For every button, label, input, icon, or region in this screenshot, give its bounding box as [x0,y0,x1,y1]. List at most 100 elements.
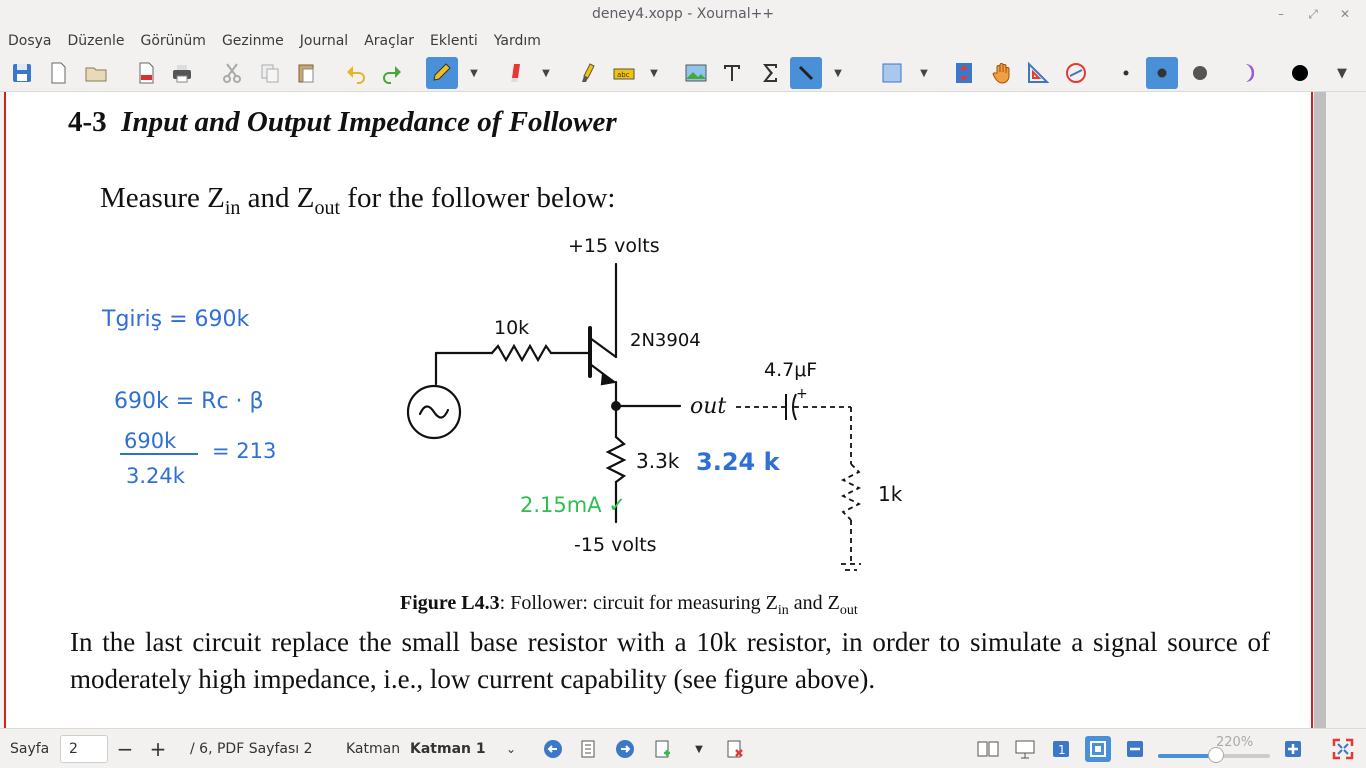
menu-gezinme[interactable]: Gezinme [221,33,284,49]
open-folder-icon[interactable] [80,57,112,89]
menu-journal[interactable]: Journal [299,33,349,49]
zoom-level: 220% [1216,735,1254,750]
layer-previous-icon[interactable] [540,736,566,762]
menu-yardim[interactable]: Yardım [493,33,541,49]
set-square-icon[interactable] [1022,57,1054,89]
print-icon[interactable] [166,57,198,89]
capacitor-plus-label: + [796,386,808,402]
shape-options-chevron-down-icon[interactable]: ▼ [834,67,842,79]
document-page[interactable]: 4-3 Input and Output Impedance of Follow… [4,92,1313,728]
emitter-resistor-label: 3.3k [636,449,680,473]
title-bar: deney4.xopp - Xournal++ – ⤢ ✕ [0,0,1366,28]
zoom-100-icon[interactable]: 1 [1048,736,1074,762]
annotation-input-impedance: Tgiriş = 690k [101,307,250,332]
page-number-input[interactable]: 2 [60,735,108,763]
measure-text-1: Measure Z [100,182,225,214]
redo-icon[interactable] [376,57,408,89]
eraser-icon[interactable] [500,57,532,89]
delete-layer-icon[interactable] [722,736,748,762]
zoom-slider-handle[interactable] [1208,747,1225,763]
menu-dosya[interactable]: Dosya [8,33,52,49]
layer-label: Katman [346,741,401,757]
section-title: Input and Output Impedance of Follower [121,106,617,138]
text-highlight-icon[interactable]: abc [608,57,640,89]
thin-size-icon[interactable] [1110,57,1142,89]
fullscreen-icon[interactable] [1330,736,1356,762]
zoom-slider-fill [1158,754,1217,758]
cut-icon[interactable] [216,57,248,89]
zoom-in-icon[interactable] [1280,736,1306,762]
minimize-icon[interactable]: – [1278,7,1284,21]
layer-next-icon[interactable] [612,736,638,762]
section-number: 4-3 [68,106,107,138]
save-icon[interactable] [6,57,38,89]
annotation-emitter-current: 2.15mA ✓ [520,493,626,517]
vertical-scrollbar[interactable] [1314,92,1326,728]
annotation-measured-resistance: 3.24 k [696,448,781,476]
image-icon[interactable] [680,57,712,89]
layer-select[interactable]: Katman 1 [410,741,486,757]
window-title: deney4.xopp - Xournal++ [591,6,775,22]
dual-page-icon[interactable] [975,736,1001,762]
annotation-fraction-denominator: 3.24k [126,464,186,488]
highlight-options-chevron-down-icon[interactable]: ▼ [650,67,658,79]
measure-sub-out: out [314,196,341,219]
fill-icon[interactable] [1234,57,1266,89]
add-layer-icon[interactable] [650,736,676,762]
page-total-label: / 6, PDF Sayfası 2 [190,741,313,757]
annotate-pdf-icon[interactable] [130,57,162,89]
capacitor-label: 4.7μF [764,359,817,381]
select-options-chevron-down-icon[interactable]: ▼ [920,67,928,79]
ruler-draw-icon[interactable] [790,57,822,89]
pen-tool-icon[interactable] [426,57,458,89]
page-increment-icon[interactable]: + [149,737,167,761]
page-decrement-icon[interactable]: − [116,737,134,761]
annotation-fraction-numerator: 690k [124,429,177,453]
menu-araclar[interactable]: Araçlar [364,33,415,49]
document-area[interactable]: 4-3 Input and Output Impedance of Follow… [0,92,1366,728]
toolbar: ▼ ▼ abc ▼ ▼ ▼ ▼ [0,54,1366,92]
caption-text-2: and Z [788,592,840,614]
maximize-icon[interactable]: ⤢ [1308,6,1318,21]
measure-text-2: and Z [240,182,315,214]
figure-caption: Figure L4.3: Follower: circuit for measu… [400,592,858,619]
new-document-icon[interactable] [42,57,74,89]
layer-chevron-down-icon[interactable]: ⌄ [505,742,517,756]
measure-instruction: Measure Zin and Zout for the follower be… [100,182,615,220]
compass-icon[interactable] [1060,57,1092,89]
add-layer-chevron-down-icon[interactable]: ▼ [695,743,703,755]
text-tool-icon[interactable] [716,57,748,89]
menu-eklenti[interactable]: Eklenti [430,33,478,49]
zoom-fit-icon[interactable] [1085,736,1111,762]
eraser-options-chevron-down-icon[interactable]: ▼ [542,67,550,79]
presentation-mode-icon[interactable] [1012,736,1038,762]
select-rectangle-icon[interactable] [876,57,908,89]
math-tex-icon[interactable] [754,57,786,89]
load-resistor-label: 1k [878,482,903,506]
menu-duzenle[interactable]: Düzenle [67,33,125,49]
hand-tool-icon[interactable] [986,57,1018,89]
caption-sub-in: in [777,603,789,618]
page-label: Sayfa [10,741,50,757]
section-heading: 4-3 Input and Output Impedance of Follow… [68,106,617,139]
caption-sub-out: out [839,603,858,618]
paste-icon[interactable] [290,57,322,89]
thick-size-icon[interactable] [1184,57,1216,89]
color-black-icon[interactable] [1284,57,1316,89]
undo-icon[interactable] [340,57,372,89]
vee-label: -15 volts [574,534,657,556]
menu-gorunum[interactable]: Görünüm [140,33,206,49]
measure-text-3: for the follower below: [340,182,616,214]
vertical-space-icon[interactable] [948,57,980,89]
highlighter-icon[interactable] [572,57,604,89]
color-options-chevron-down-icon[interactable]: ▼ [1337,65,1347,81]
copy-icon[interactable] [254,57,286,89]
medium-size-icon[interactable] [1146,57,1178,89]
base-resistor-label: 10k [494,317,529,339]
close-icon[interactable]: ✕ [1339,7,1351,21]
caption-figure-number: Figure L4.3 [400,592,500,614]
pen-options-chevron-down-icon[interactable]: ▼ [470,67,478,79]
zoom-out-icon[interactable] [1122,736,1148,762]
layer-settings-icon[interactable] [575,736,601,762]
annotation-beta-equation: 690k = Rc · β [114,389,264,414]
